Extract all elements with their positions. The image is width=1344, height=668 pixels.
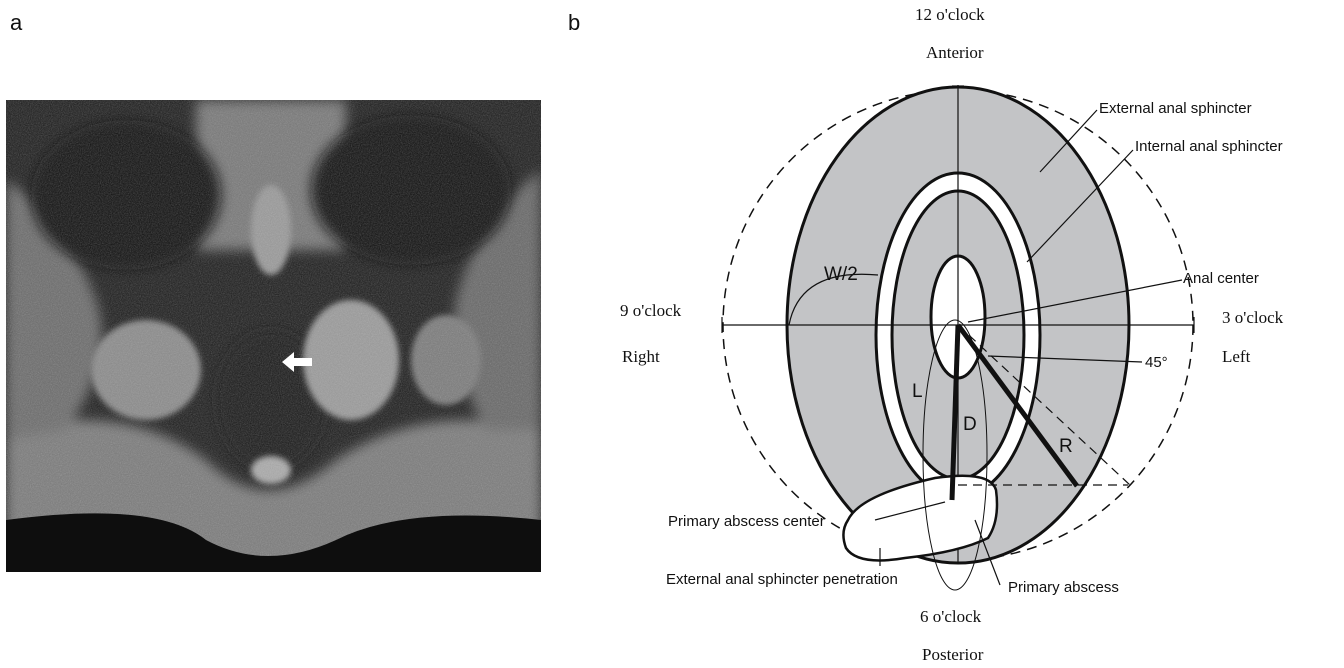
l-label: L xyxy=(912,381,923,402)
anterior-label: Anterior xyxy=(926,43,984,62)
primary-abscess-label: Primary abscess xyxy=(1008,579,1119,596)
clock-12-label: 12 o'clock xyxy=(915,5,985,24)
d-label: D xyxy=(963,414,977,435)
posterior-label: Posterior xyxy=(922,645,984,664)
internal-sphincter-label: Internal anal sphincter xyxy=(1135,138,1283,155)
clock-9-label: 9 o'clock xyxy=(620,301,682,320)
right-side-label: Right xyxy=(622,347,660,366)
anal-center-label: Anal center xyxy=(1183,270,1259,287)
mri-image xyxy=(6,100,541,572)
sphincter-diagram: 12 o'clock Anterior 9 o'clock Right 3 o'… xyxy=(560,0,1344,668)
external-penetration-label: External anal sphincter penetration xyxy=(666,571,898,588)
external-sphincter-label: External anal sphincter xyxy=(1099,100,1252,117)
w2-label: W/2 xyxy=(824,264,858,285)
clock-3-label: 3 o'clock xyxy=(1222,308,1284,327)
angle-label: 45° xyxy=(1145,354,1168,371)
clock-6-label: 6 o'clock xyxy=(920,607,982,626)
left-side-label: Left xyxy=(1222,347,1251,366)
panel-label-a: a xyxy=(10,10,22,36)
primary-abscess-center-label: Primary abscess center xyxy=(668,513,825,530)
r-label: R xyxy=(1059,436,1073,457)
